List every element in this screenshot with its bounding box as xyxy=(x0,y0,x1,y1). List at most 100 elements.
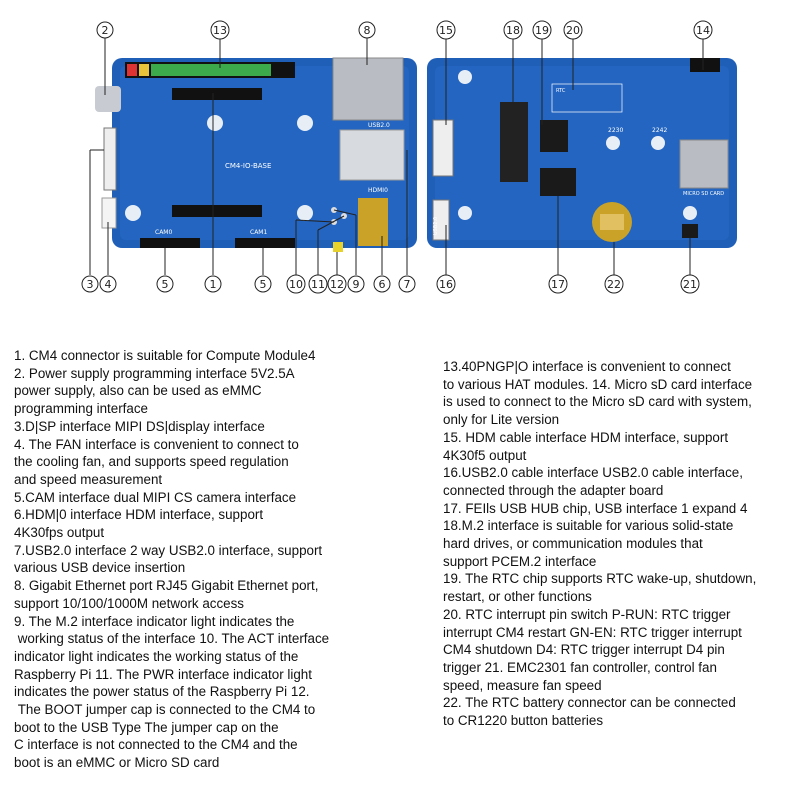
callout-5a: 5 xyxy=(156,275,174,293)
usb-hub-chip xyxy=(540,168,576,196)
description-line: 15. HDM cable interface HDM interface, s… xyxy=(443,429,729,445)
svg-text:13: 13 xyxy=(213,24,227,37)
description-line: Raspberry Pi 11. The PWR interface indic… xyxy=(14,666,312,682)
svg-text:1: 1 xyxy=(210,278,217,291)
usb-ports xyxy=(339,129,405,181)
description-line: hard drives, or communication modules th… xyxy=(443,536,703,552)
callout-11: 11 xyxy=(308,274,328,294)
cam1-connector xyxy=(235,238,295,248)
leader-lines xyxy=(89,38,704,275)
base-silk: CM4-IO-BASE xyxy=(225,162,271,170)
svg-text:2: 2 xyxy=(102,24,109,37)
fan-controller-chip xyxy=(682,224,698,238)
description-line: working status of the interface 10. The … xyxy=(14,631,330,647)
description-line: trigger 21. EMC2301 fan controller, cont… xyxy=(443,659,717,675)
description-line: 22. The RTC battery connector can be con… xyxy=(443,695,736,711)
callout-9: 9 xyxy=(347,275,365,293)
callout-16: 16 xyxy=(436,274,456,294)
ethernet-port xyxy=(332,57,404,121)
description-line: boot to the USB Type The jumper cap on t… xyxy=(14,719,279,735)
mount-hole xyxy=(651,136,665,150)
cam1-silk: CAM1 xyxy=(250,229,267,236)
svg-text:4: 4 xyxy=(105,278,112,291)
rtc-pin-header xyxy=(551,83,623,113)
svg-text:12: 12 xyxy=(330,278,344,291)
svg-text:21: 21 xyxy=(683,278,697,291)
svg-text:6: 6 xyxy=(379,278,386,291)
description-right: 13.40PNGP|O interface is convenient to c… xyxy=(443,358,793,730)
board-bottom-view: 2230 2242 USB2.0 RTC MICRO SD CARD xyxy=(427,58,737,248)
svg-text:8: 8 xyxy=(364,24,371,37)
description-line: speed, measure fan speed xyxy=(443,677,602,693)
usb-c-port xyxy=(95,86,121,112)
callout-12: 12 xyxy=(327,274,347,294)
mount-hole xyxy=(297,205,313,221)
svg-text:14: 14 xyxy=(696,24,710,37)
description-line: various USB device insertion xyxy=(14,560,186,576)
cam0-connector xyxy=(140,238,200,248)
gpio-header xyxy=(125,62,295,78)
svg-text:22: 22 xyxy=(607,278,621,291)
silk-2230: 2230 xyxy=(608,127,623,134)
description-line: 3.D|SP interface MIPI DS|display interfa… xyxy=(14,418,265,434)
callout-21: 21 xyxy=(680,274,700,294)
svg-text:7: 7 xyxy=(404,278,411,291)
mount-hole xyxy=(297,115,313,131)
description-line: support PCEM.2 interface xyxy=(443,553,597,569)
callout-3: 3 xyxy=(81,275,99,293)
rtc-chip xyxy=(540,120,568,152)
description-line: 1. CM4 connector is suitable for Compute… xyxy=(14,348,316,363)
description-line: 19. The RTC chip supports RTC wake-up, s… xyxy=(443,571,757,587)
callout-15: 15 xyxy=(436,20,456,40)
m2-slot xyxy=(500,102,528,182)
description-line: 8. Gigabit Ethernet port RJ45 Gigabit Et… xyxy=(14,578,319,594)
svg-text:20: 20 xyxy=(566,24,580,37)
svg-text:15: 15 xyxy=(439,24,453,37)
callout-8: 8 xyxy=(358,21,376,39)
callout-7: 7 xyxy=(398,275,416,293)
svg-text:3: 3 xyxy=(87,278,94,291)
board-diagram: CM4-IO-BASE CAM0 CAM1 USB2.0 HDMI0 xyxy=(81,20,737,294)
cm4-connector-top xyxy=(172,88,262,100)
svg-text:16: 16 xyxy=(439,278,453,291)
description-left: 1. CM4 connector is suitable for Compute… xyxy=(14,347,434,772)
description-line: support 10/100/1000M network access xyxy=(14,595,245,611)
cam0-silk: CAM0 xyxy=(155,229,172,236)
usb-cable-connector xyxy=(432,199,450,241)
micro-sd-slot xyxy=(679,139,729,189)
svg-text:10: 10 xyxy=(289,278,303,291)
sd-silk: MICRO SD CARD xyxy=(683,191,724,197)
callout-13: 13 xyxy=(210,20,230,40)
mount-hole xyxy=(207,115,223,131)
callout-6: 6 xyxy=(373,275,391,293)
description-line: connected through the adapter board xyxy=(443,482,664,498)
description-line: the cooling fan, and supports speed regu… xyxy=(14,454,289,470)
boot-jumper xyxy=(333,242,343,252)
fan-connector xyxy=(101,197,117,229)
callout-14: 14 xyxy=(693,20,713,40)
svg-text:5: 5 xyxy=(260,278,267,291)
svg-text:9: 9 xyxy=(353,278,360,291)
callout-20: 20 xyxy=(563,20,583,40)
description-line: CM4 shutdown D4: RTC trigger interrupt D… xyxy=(443,642,725,658)
board-top-view: CM4-IO-BASE CAM0 CAM1 USB2.0 HDMI0 xyxy=(95,57,417,252)
description-line: and speed measurement xyxy=(14,471,163,487)
description-line: to various HAT modules. 14. Micro sD car… xyxy=(443,376,753,392)
usb-side-silk: USB2.0 xyxy=(433,217,439,235)
mount-hole xyxy=(458,206,472,220)
description-line: indicator light indicates the working st… xyxy=(14,648,299,664)
description-line: 16.USB2.0 cable interface USB2.0 cable i… xyxy=(443,465,743,481)
callout-1: 1 xyxy=(204,275,222,293)
description-line: 5.CAM interface dual MIPI CS camera inte… xyxy=(14,489,297,505)
description-line: The BOOT jumper cap is connected to the … xyxy=(14,702,316,718)
callout-19: 19 xyxy=(532,20,552,40)
description-line: 17. FEIls USB HUB chip, USB interface 1 … xyxy=(443,500,748,516)
callouts-top: 2 13 8 15 18 19 20 14 xyxy=(96,20,713,40)
svg-text:18: 18 xyxy=(506,24,520,37)
usb-silk: USB2.0 xyxy=(368,122,390,129)
callout-22: 22 xyxy=(604,274,624,294)
hdmi-cable-connector xyxy=(432,119,454,177)
silk-2242: 2242 xyxy=(652,127,667,134)
description-line: 4K30f5 output xyxy=(443,447,527,463)
description-line: restart, or other functions xyxy=(443,589,592,605)
